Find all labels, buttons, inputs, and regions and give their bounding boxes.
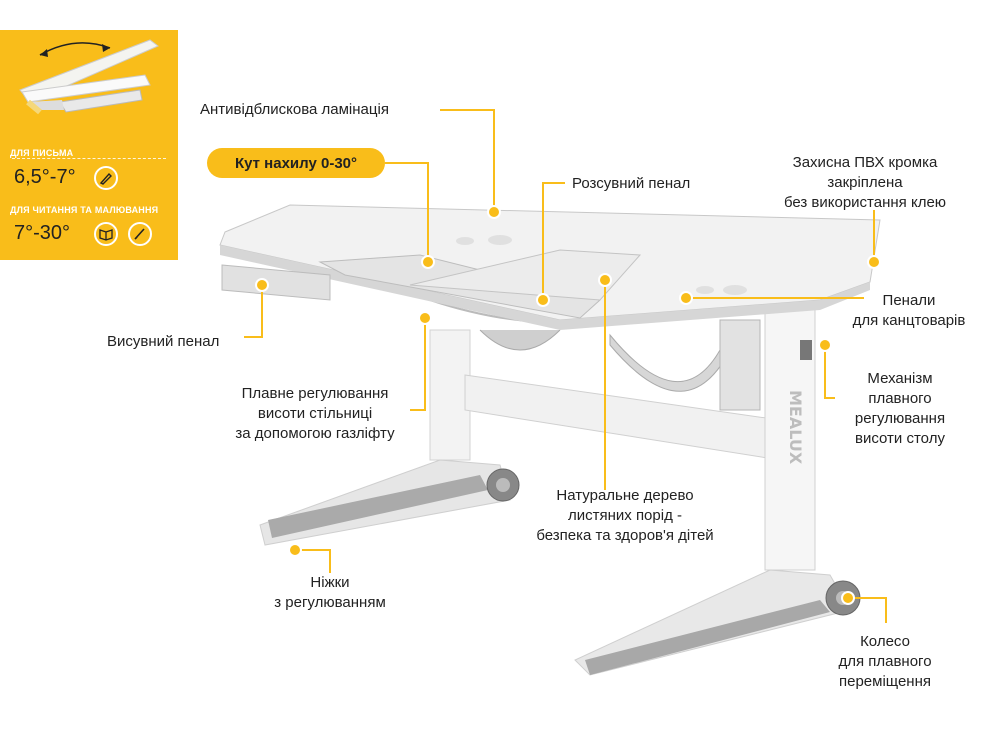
mechanism-line-2: плавного <box>868 390 932 407</box>
reading-caption: ДЛЯ ЧИТАННЯ ТА МАЛЮВАННЯ <box>10 205 159 215</box>
wood-line-1: Натуральне дерево <box>556 487 694 504</box>
organizers-line-2: для канцтоварів <box>852 312 966 329</box>
pvc-edge-line-3: без використання клею <box>783 194 947 211</box>
tilt-info-panel: ДЛЯ ПИСЬМА 6,5°-7° ДЛЯ ЧИТАННЯ ТА МАЛЮВА… <box>0 30 178 260</box>
wood-line-3: безпека та здоров'я дітей <box>536 527 714 544</box>
pvc-edge-line-2: закріплена <box>827 174 903 191</box>
gaslift-label: Плавне регулювання висоти стільниці за д… <box>215 384 415 444</box>
wheel-line-2: для плавного <box>838 653 932 670</box>
dot-tilt <box>421 255 435 269</box>
tilt-table-icon <box>19 39 159 115</box>
gaslift-line-3: за допомогою газліфту <box>235 425 395 442</box>
dot-mechanism <box>818 338 832 352</box>
mechanism-line-1: Механізм <box>867 370 933 387</box>
dot-wheel <box>841 591 855 605</box>
dot-drawer <box>255 278 269 292</box>
gaslift-line-1: Плавне регулювання <box>241 385 389 402</box>
organizers-line-1: Пенали <box>882 292 936 309</box>
legs-line-2: з регулюванням <box>274 594 386 611</box>
pen-icon <box>94 166 118 190</box>
pvc-edge-line-1: Захисна ПВХ кромка <box>792 154 938 171</box>
wheel-line-1: Колесо <box>860 633 910 650</box>
pvc-edge-label: Захисна ПВХ кромка закріплена без викори… <box>765 153 965 213</box>
legs-line-1: Ніжки <box>310 574 350 591</box>
book-icon <box>94 222 118 246</box>
dot-organizers <box>679 291 693 305</box>
wood-line-2: листяних порід - <box>567 507 682 524</box>
brand-text: MEALUX <box>786 390 805 465</box>
dot-pvc-edge <box>867 255 881 269</box>
wood-label: Натуральне дерево листяних порід - безпе… <box>520 486 730 546</box>
writing-range: 6,5°-7° <box>14 166 76 188</box>
brush-icon <box>128 222 152 246</box>
panel-divider <box>12 158 166 159</box>
dot-sliding-pencil <box>536 293 550 307</box>
height-crank <box>800 340 812 360</box>
wheel-line-3: переміщення <box>839 673 931 690</box>
dot-wood <box>598 273 612 287</box>
tilt-angle-badge: Кут нахилу 0-30° <box>207 148 385 178</box>
reading-range: 7°-30° <box>14 222 71 244</box>
anti-glare-label: Антивідблискова ламінація <box>200 101 389 118</box>
drawer-label: Висувний пенал <box>107 333 220 350</box>
dot-gaslift <box>418 311 432 325</box>
mechanism-line-3: регулювання <box>854 410 946 427</box>
dot-legs <box>288 543 302 557</box>
dot-anti-glare <box>487 205 501 219</box>
gaslift-line-2: висоти стільниці <box>257 405 373 422</box>
legs-label: Ніжки з регулюванням <box>260 573 400 613</box>
sliding-pencil-label: Розсувний пенал <box>572 175 691 192</box>
writing-caption: ДЛЯ ПИСЬМА <box>10 148 74 158</box>
organizers-label: Пенали для канцтоварів <box>830 291 988 331</box>
mechanism-line-4: висоти столу <box>855 430 945 447</box>
mechanism-label: Механізм плавного регулювання висоти сто… <box>835 369 965 449</box>
wheel-label: Колесо для плавного переміщення <box>820 632 950 692</box>
drawer <box>221 264 331 301</box>
